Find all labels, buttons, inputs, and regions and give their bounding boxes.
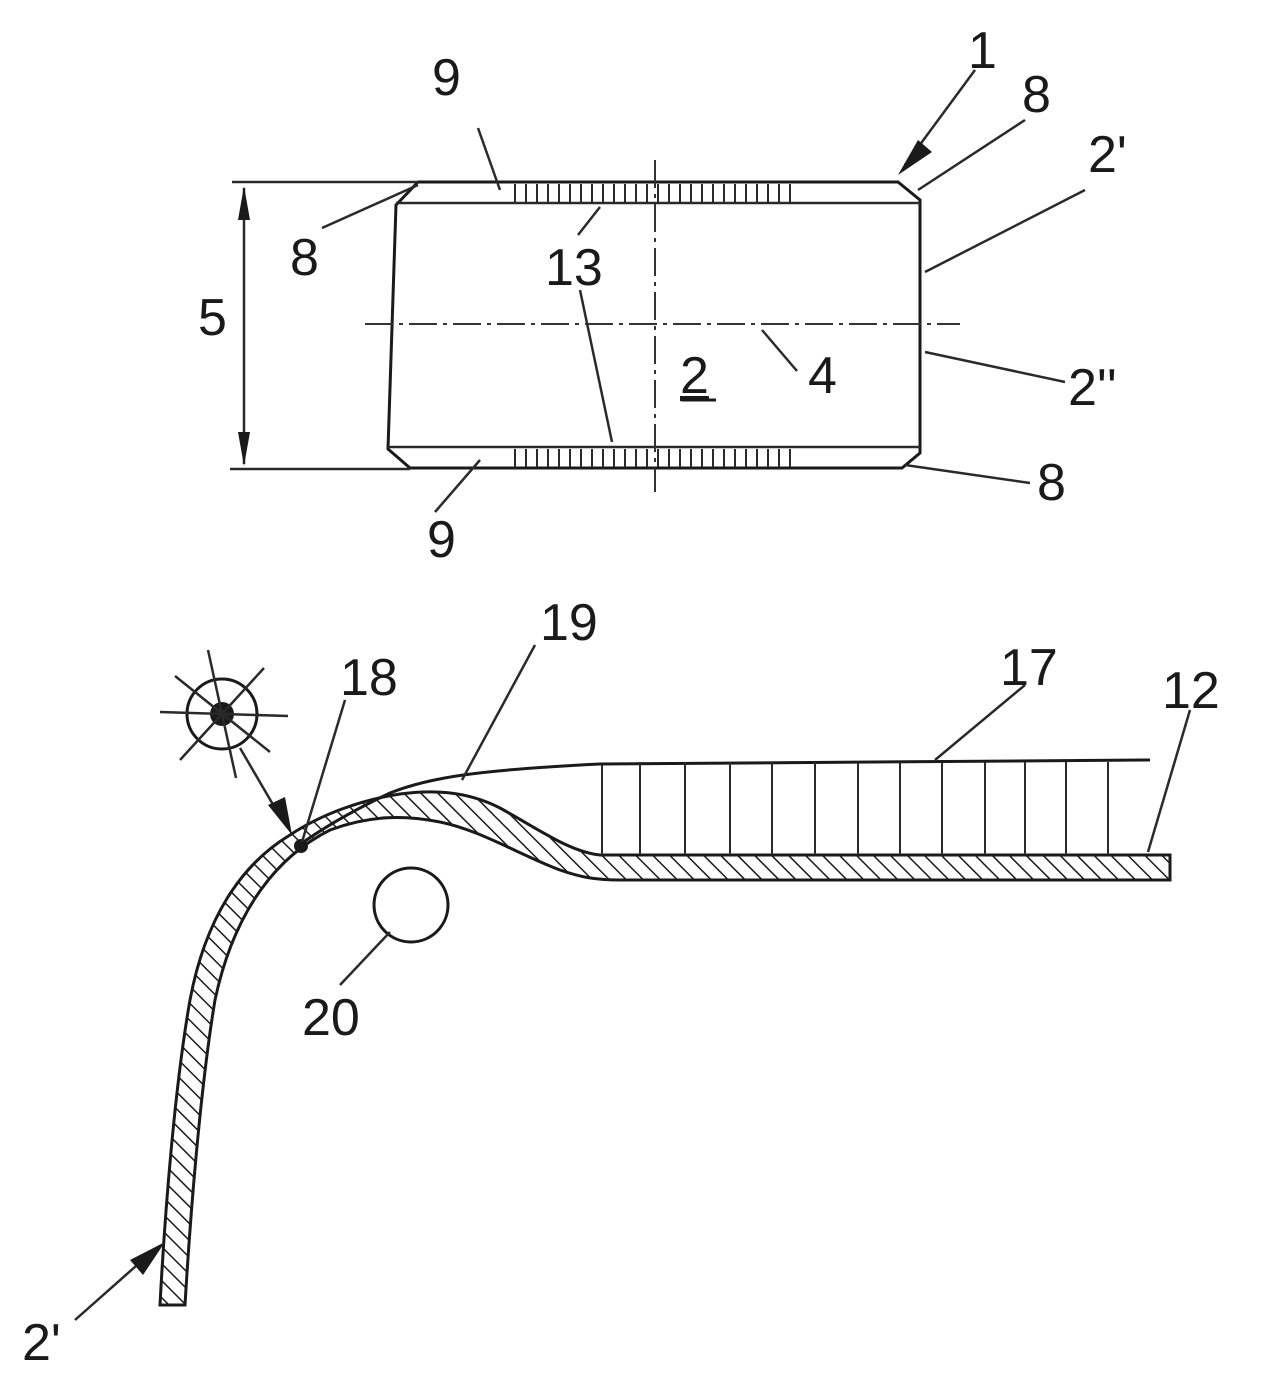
label-ref-8-tl: 8 xyxy=(290,229,319,287)
sun-burst-icon xyxy=(160,650,288,778)
leader-19 xyxy=(462,645,535,780)
leader-2-prime-lower xyxy=(75,1258,145,1320)
label-ref-19: 19 xyxy=(540,594,598,652)
label-ref-9-top: 9 xyxy=(432,49,461,107)
label-ref-17: 17 xyxy=(1000,639,1058,697)
lower-view: 19 18 17 12 20 2' xyxy=(22,594,1220,1372)
arrowhead-2-prime-lower xyxy=(130,1242,165,1275)
leader-13-bottom xyxy=(580,290,612,442)
dimension-arrowhead-top xyxy=(238,186,250,220)
label-ref-5: 5 xyxy=(198,289,227,347)
leader-20 xyxy=(340,932,390,985)
label-ref-12: 12 xyxy=(1162,662,1220,720)
leader-13-top xyxy=(578,207,600,235)
label-ref-13: 13 xyxy=(545,239,603,297)
ridge-pattern-bottom xyxy=(515,449,790,467)
label-ref-8-br: 8 xyxy=(1037,454,1066,512)
leader-2prime xyxy=(925,190,1085,272)
label-ref-2-double-prime: 2'' xyxy=(1068,359,1117,417)
dimension-arrowhead-bottom xyxy=(238,432,250,466)
leader-8-tl xyxy=(322,185,418,228)
arrowhead-ref-1 xyxy=(898,140,932,175)
label-ref-1: 1 xyxy=(968,22,997,80)
ridge-pattern-top xyxy=(515,184,790,202)
label-ref-2-prime-lower: 2' xyxy=(22,1314,61,1372)
leader-4 xyxy=(762,330,797,371)
leader-8-br xyxy=(905,465,1030,483)
label-ref-20: 20 xyxy=(302,989,360,1047)
label-ref-8-tr: 8 xyxy=(1022,66,1051,124)
label-ref-2-prime: 2' xyxy=(1088,126,1127,184)
label-ref-4: 4 xyxy=(808,347,837,405)
label-ref-2: 2 xyxy=(680,347,709,405)
leader-12 xyxy=(1148,710,1190,852)
film-ridges xyxy=(602,762,1108,855)
leader-8-tr xyxy=(918,120,1025,190)
substrate-strip-hatched xyxy=(160,792,1170,1305)
label-ref-9-bottom: 9 xyxy=(427,511,456,569)
leader-2dprime xyxy=(925,352,1065,382)
upper-view: 1 8 8 8 9 9 13 5 2 4 2' 2'' xyxy=(198,22,1127,569)
roller-20 xyxy=(374,868,448,942)
label-ref-18: 18 xyxy=(340,649,398,707)
